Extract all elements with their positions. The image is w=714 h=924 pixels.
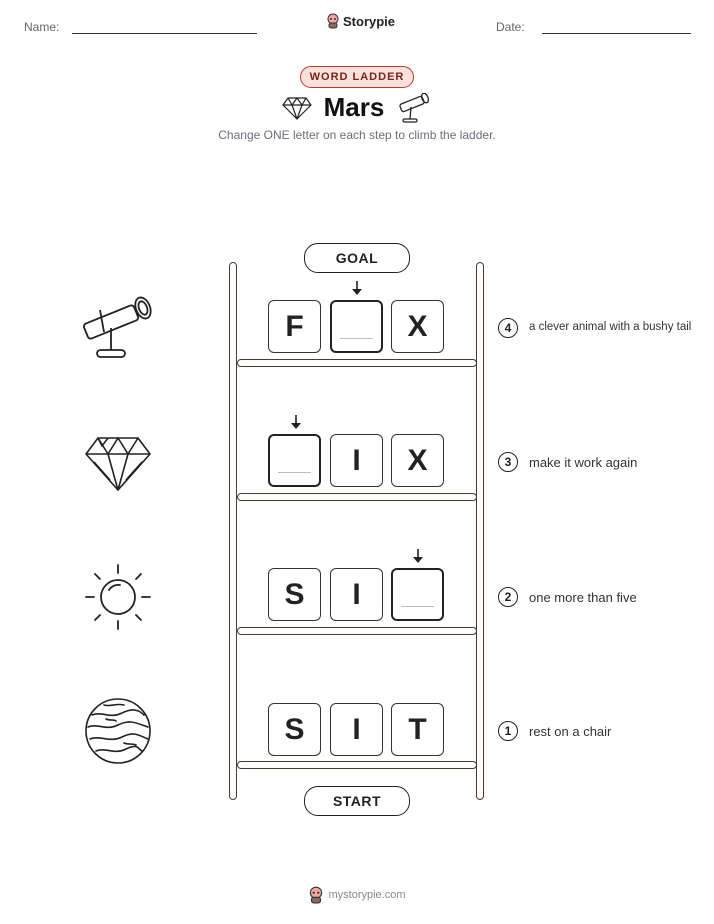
clue-text: make it work again: [529, 455, 638, 470]
step-number: 3: [498, 452, 518, 472]
date-line[interactable]: [542, 33, 691, 34]
letter-tile: X: [391, 300, 444, 353]
letter-tile: S: [268, 568, 321, 621]
blank-letter-tile[interactable]: [391, 568, 444, 621]
footer-site-text: mystorypie.com: [328, 889, 406, 901]
letter-tile: T: [391, 703, 444, 756]
letter-tile: I: [330, 434, 383, 487]
goal-tag: GOAL: [304, 243, 410, 273]
letter-tile: F: [268, 300, 321, 353]
step-number: 4: [498, 318, 518, 338]
ladder-rung-3: [237, 493, 477, 501]
arrow-down-icon: [413, 549, 423, 563]
ladder-rung-1: [237, 761, 477, 769]
letter-tile: X: [391, 434, 444, 487]
ladder-right-rail: [476, 262, 484, 800]
arrow-down-icon: [352, 281, 362, 295]
storypie-mascot-icon: [327, 13, 339, 29]
brand-logo: Storypie: [326, 13, 395, 29]
ladder-left-rail: [229, 262, 237, 800]
footer-site: mystorypie.com: [308, 886, 406, 904]
telescope-icon: [82, 296, 152, 358]
arrow-down-icon: [291, 415, 301, 429]
storypie-mascot-icon: [310, 886, 323, 904]
gem-icon: [85, 437, 151, 491]
letter-tile: I: [330, 703, 383, 756]
letter-tile: I: [330, 568, 383, 621]
brand-name: Storypie: [343, 13, 396, 29]
letter-tile: S: [268, 703, 321, 756]
sun-icon: [85, 564, 151, 630]
name-line[interactable]: [72, 33, 257, 34]
step-number: 2: [498, 587, 518, 607]
blank-letter-tile[interactable]: [268, 434, 321, 487]
clue-text: rest on a chair: [529, 724, 612, 739]
clue-text: a clever animal with a bushy tail: [529, 321, 692, 333]
blank-letter-tile[interactable]: [330, 300, 383, 353]
telescope-icon: [399, 92, 430, 123]
clue-text: one more than five: [529, 590, 637, 605]
ladder-rung-4: [237, 359, 477, 367]
ladder-rung-2: [237, 627, 477, 635]
gem-icon: [282, 96, 312, 120]
start-tag: START: [304, 786, 410, 816]
planet-icon: [85, 698, 151, 764]
name-label: Name:: [24, 20, 60, 34]
word-ladder-badge: WORD LADDER: [299, 66, 415, 88]
date-label: Date:: [496, 20, 525, 34]
instructions: Change ONE letter on each step to climb …: [218, 128, 496, 142]
step-number: 1: [498, 721, 518, 741]
worksheet-title: Mars: [323, 92, 385, 122]
